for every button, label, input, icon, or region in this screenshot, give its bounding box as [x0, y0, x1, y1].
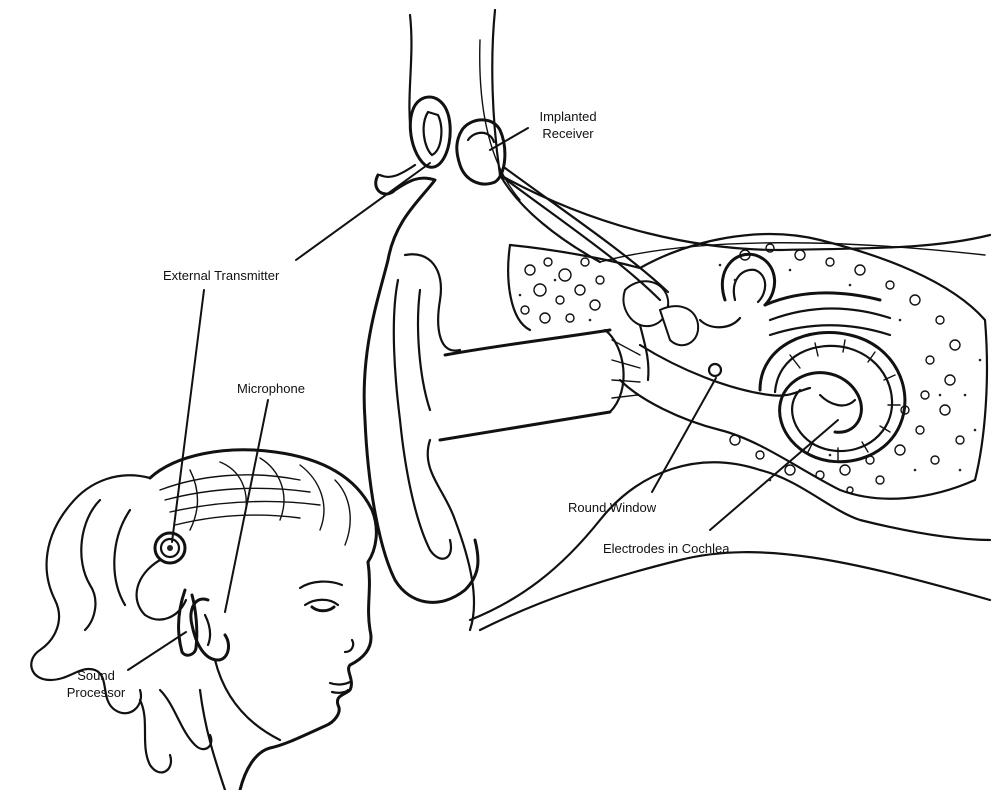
microphone-label: Microphone	[237, 380, 305, 397]
external-transmitter-label: External Transmitter	[163, 267, 279, 284]
leader-microphone	[225, 400, 268, 612]
girl-head-illustration	[31, 450, 376, 790]
sound-processor-label-line2: Processor	[56, 684, 136, 701]
leader-electrodes	[710, 420, 838, 530]
electrodes-in-cochlea-label: Electrodes in Cochlea	[603, 540, 729, 557]
sound-processor-label-line1: Sound	[56, 667, 136, 684]
implanted-receiver-label-line1: Implanted	[528, 108, 608, 125]
implanted-receiver-label: Implanted Receiver	[528, 108, 608, 142]
leader-external-transmitter-lower	[172, 290, 204, 542]
ear-anatomy-illustration	[364, 10, 990, 630]
leader-sound-processor	[128, 632, 186, 670]
sound-processor-label: Sound Processor	[56, 667, 136, 701]
leader-round-window	[652, 378, 716, 492]
implanted-receiver-label-line2: Receiver	[528, 125, 608, 142]
round-window-label: Round Window	[568, 499, 656, 516]
leader-lines	[128, 128, 838, 670]
external-transmitter-illustration	[380, 97, 450, 177]
